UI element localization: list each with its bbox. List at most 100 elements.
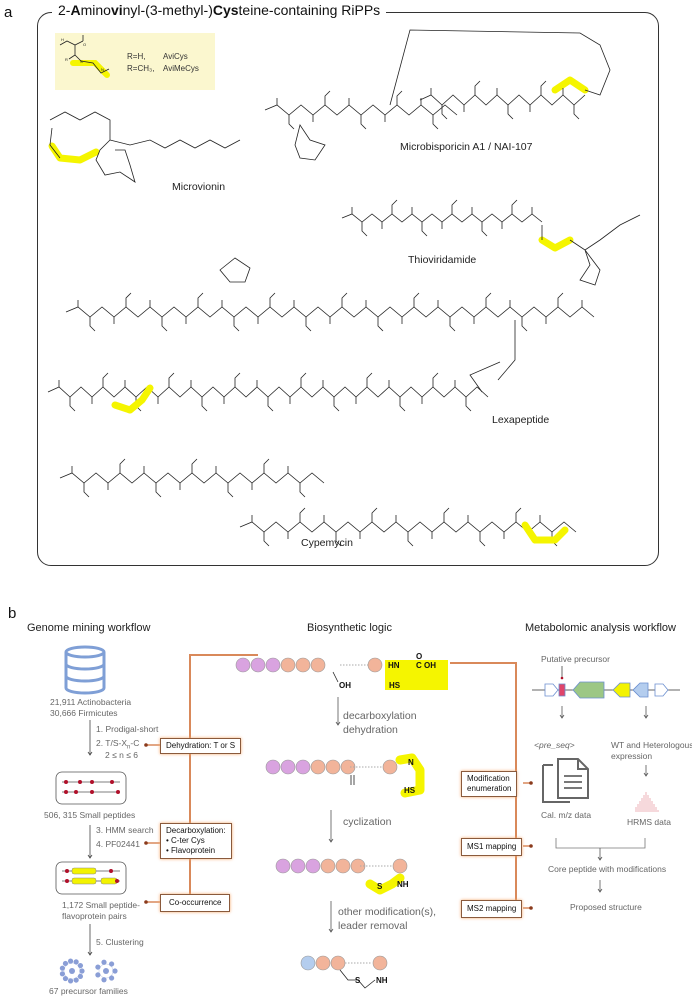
arrow-head [328, 928, 334, 933]
side-chain [125, 292, 132, 307]
connector-dot [529, 781, 533, 785]
cyclized-residue [275, 858, 291, 874]
side-chain [511, 199, 518, 214]
side-chain [361, 222, 368, 237]
c-term-residue [392, 858, 408, 874]
title-part: vi [110, 2, 123, 18]
panel-b-label: b [8, 605, 17, 622]
metabolomic-header: Metabolomic analysis workflow [525, 622, 676, 634]
arrow-head [597, 888, 603, 893]
title-part: teine-containing RiPPs [238, 2, 381, 18]
cys-highlight [385, 660, 448, 690]
flavoprotein-gene [100, 877, 118, 885]
svg-text:N: N [101, 67, 104, 72]
svg-text:H: H [61, 37, 64, 42]
step-leader-removal: other modification(s), leader removal [338, 906, 437, 932]
avicys-legend: H O R S N R=H,AviCys R=CH₃,AviMeCys [55, 33, 215, 90]
legend-row-avimecys: R=CH₃,AviMeCys [127, 64, 199, 73]
cluster-node [77, 962, 84, 969]
dehydrated-residue [340, 759, 356, 775]
side-chain [485, 292, 492, 307]
side-chain [451, 199, 458, 214]
precursor-residue [265, 657, 281, 673]
atom-cooh-oh: OH [424, 661, 436, 670]
document-back [542, 764, 570, 803]
database-outline [64, 675, 106, 683]
hrms-label: HRMS data [627, 817, 671, 827]
avicys-highlight-cypemycin [521, 521, 569, 544]
c-term-residue [367, 657, 383, 673]
step-cyclization: cyclization [343, 816, 392, 828]
biosynthetic-logic-header: Biosynthetic logic [307, 622, 392, 634]
side-chain [69, 397, 76, 412]
side-chain [288, 115, 295, 130]
side-chain [102, 372, 109, 387]
peptide-dot [90, 780, 94, 784]
cluster-node [73, 977, 79, 983]
peptide-dot [90, 790, 94, 794]
dehydro-bond [350, 775, 355, 785]
atom-s: S [377, 882, 383, 891]
dehydrated-residue [280, 759, 296, 775]
wt-expression-label: WT and Heterologous expression [611, 740, 692, 761]
structure-microbisporicin-chain2 [419, 94, 586, 106]
peptide-dot [65, 869, 69, 873]
side-chain [89, 317, 96, 332]
dehydrated-residue [295, 759, 311, 775]
atom-oh: OH [339, 681, 351, 690]
side-chain [263, 458, 270, 473]
dehydrated-residue [325, 759, 341, 775]
database-icon [64, 645, 106, 695]
cluster-node [101, 977, 107, 983]
cluster-node [62, 975, 69, 982]
side-chain [191, 458, 198, 473]
panel-a-label: a [4, 4, 13, 21]
title-part: A [70, 2, 81, 18]
side-chain [573, 105, 580, 120]
cluster-node [67, 978, 74, 984]
side-chain [515, 507, 522, 522]
peptides-label: 506, 315 Small peptides [44, 810, 136, 820]
core-peptide-label: Core peptide with modifications [548, 864, 667, 874]
mature-residue [300, 955, 316, 971]
title-part: 2- [58, 2, 71, 18]
side-chain [161, 317, 168, 332]
criterion-modification-enumeration: Modification enumeration [461, 771, 518, 797]
cluster-node [67, 958, 74, 964]
atom-nh: NH [397, 880, 409, 889]
cluster-node [59, 971, 66, 977]
side-chain [421, 222, 428, 237]
atom-s: S [355, 976, 361, 985]
cluster-node [77, 973, 84, 980]
pairs-label: 1,172 Small peptide- flavoprotein pairs [62, 900, 140, 921]
criterion-dehydration: Dehydration: T or S [160, 738, 242, 754]
peptide-dot [78, 780, 82, 784]
putative-precursor-label: Putative precursor [541, 654, 610, 664]
c-term-residue [382, 759, 398, 775]
side-chain [360, 115, 367, 130]
document-icon [542, 758, 589, 803]
panel-a-title: 2-Aminovinyl-(3-methyl-)Cysteine-contain… [52, 2, 387, 18]
small-peptides-box [55, 771, 127, 805]
legend-row-avicys: R=H,AviCys [127, 52, 188, 61]
side-chain [269, 292, 276, 307]
peptide-dot [64, 790, 68, 794]
svg-text:R: R [65, 57, 68, 62]
side-chain [432, 115, 439, 130]
svg-text:O: O [83, 42, 86, 47]
gene-green [572, 681, 605, 699]
side-chain [371, 507, 378, 522]
gene-flavoprotein [612, 682, 631, 698]
connector-dot [144, 743, 148, 747]
arrow-head [87, 751, 93, 756]
arrow-head [643, 714, 649, 719]
step-decarboxylation-dehydration: decarboxylation dehydration [343, 710, 417, 736]
side-chain [449, 317, 456, 332]
step-2: 2. T/S-Xn-C [96, 738, 140, 751]
dehydrated-residue [265, 759, 281, 775]
flavoprotein-gene [71, 867, 97, 875]
side-chain [396, 90, 403, 105]
side-chain [201, 397, 208, 412]
gene-arrow-2 [654, 683, 669, 697]
